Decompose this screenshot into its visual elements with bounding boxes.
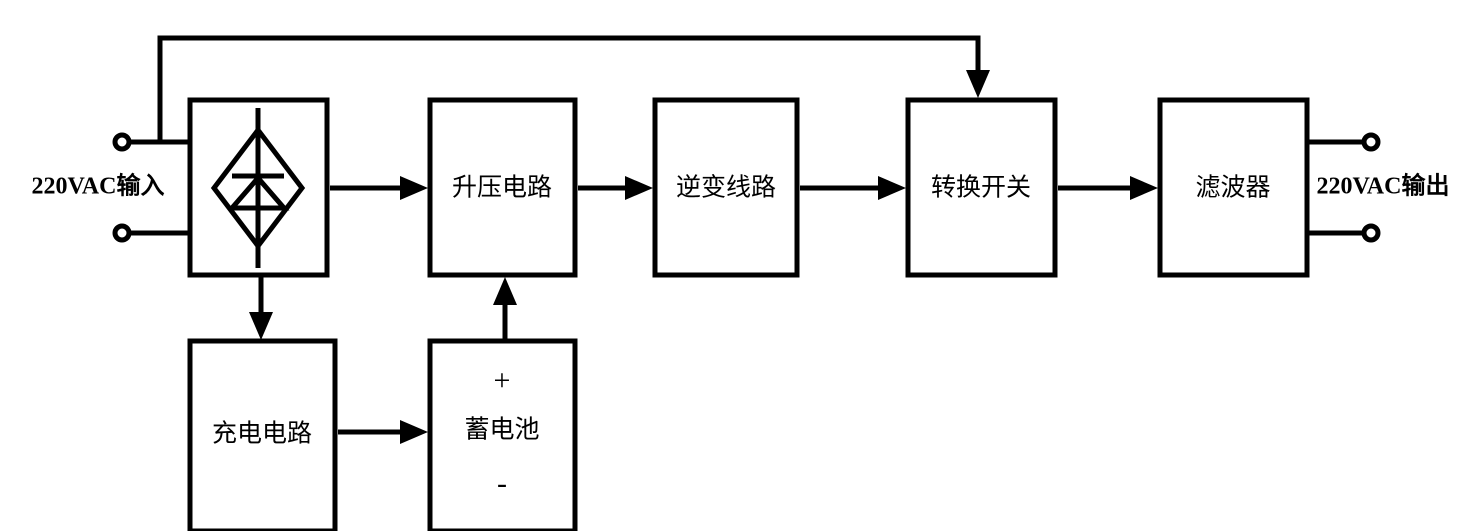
arrow-charger-to-battery <box>338 420 428 444</box>
block-charger-box[interactable] <box>187 338 338 531</box>
arrow-battery-to-boost-head-icon <box>493 277 517 305</box>
block-filter[interactable]: 滤波器 <box>1157 97 1310 278</box>
output-label: 220VAC输出 <box>1317 172 1450 200</box>
block-rectifier[interactable] <box>187 97 330 278</box>
arrow-switch-to-filter <box>1058 176 1158 200</box>
output-terminal-top-icon <box>1361 132 1381 152</box>
arrow-battery-to-boost <box>493 277 517 339</box>
input-label: 220VAC输入 <box>32 172 165 200</box>
block-boost-box[interactable] <box>427 97 578 278</box>
bypass-line-group <box>157 35 990 142</box>
block-transfer-switch[interactable]: 转换开关 <box>905 97 1058 278</box>
block-inverter-box[interactable] <box>652 97 800 278</box>
input-terminal-top-icon <box>112 132 132 152</box>
block-transfer-switch-label: 转换开关 <box>931 174 1031 202</box>
block-filter-box[interactable] <box>1157 97 1310 278</box>
arrow-boost-to-inverter <box>578 176 653 200</box>
block-battery[interactable]: + 蓄电池 - <box>427 338 578 531</box>
bypass-wire <box>157 35 981 142</box>
block-transfer-switch-box[interactable] <box>905 97 1058 278</box>
arrow-inverter-to-switch-head-icon <box>878 176 906 200</box>
battery-plus-sign: + <box>494 364 511 397</box>
arrow-switch-to-filter-head-icon <box>1130 176 1158 200</box>
block-boost[interactable]: 升压电路 <box>427 97 578 278</box>
block-filter-label: 滤波器 <box>1195 174 1270 202</box>
arrow-rectifier-to-boost <box>330 176 428 200</box>
arrow-rectifier-to-boost-head-icon <box>400 176 428 200</box>
output-terminal-bottom-icon <box>1361 223 1381 243</box>
bypass-arrow-head-icon <box>966 70 990 98</box>
block-battery-label: 蓄电池 <box>464 416 539 444</box>
block-boost-label: 升压电路 <box>452 174 552 202</box>
input-terminal-bottom-icon <box>112 223 132 243</box>
block-inverter[interactable]: 逆变线路 <box>652 97 800 278</box>
output-terminal-group <box>1305 132 1381 243</box>
arrow-charger-to-battery-head-icon <box>400 420 428 444</box>
block-battery-box[interactable] <box>427 338 578 531</box>
rectifier-anode-triangle-icon <box>230 174 290 211</box>
rectifier-symbol-icon <box>210 108 306 268</box>
block-charger-label: 充电电路 <box>212 420 312 448</box>
arrow-boost-to-inverter-head-icon <box>625 176 653 200</box>
arrow-inverter-to-switch <box>800 176 906 200</box>
block-charger[interactable]: 充电电路 <box>187 338 338 531</box>
arrow-rectifier-to-charger-head-icon <box>249 312 273 340</box>
battery-minus-sign: - <box>497 467 507 500</box>
block-inverter-label: 逆变线路 <box>676 174 776 202</box>
arrow-rectifier-to-charger <box>249 277 273 340</box>
